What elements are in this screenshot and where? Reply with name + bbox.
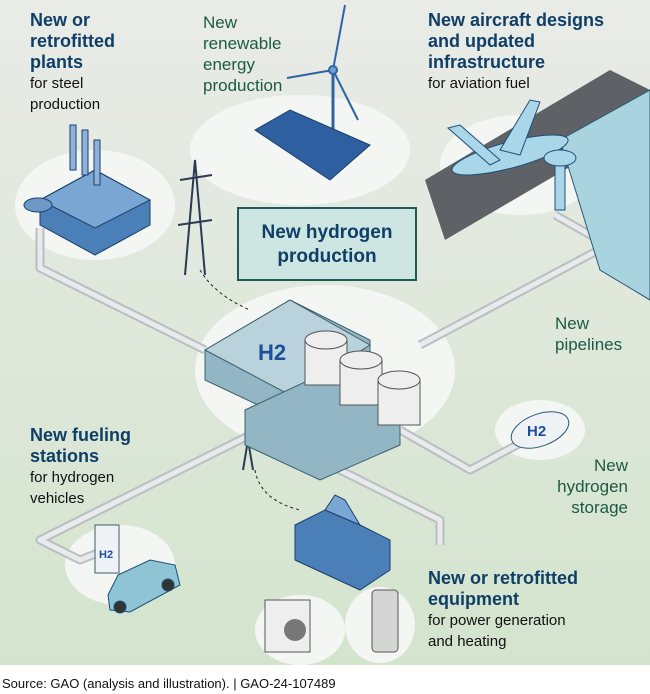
equipment-title-line: equipment	[428, 589, 520, 609]
equipment-subtitle-line: and heating	[428, 633, 507, 650]
storage-line: New	[593, 456, 628, 475]
hydrogen-plant-icon: H2	[203, 299, 421, 481]
storage-line: storage	[571, 498, 628, 517]
steel-subtitle-line: for steel	[30, 75, 84, 92]
renewable-line: production	[203, 76, 283, 95]
steel-title-line: retrofitted	[30, 31, 115, 51]
h2-tank-label: H2	[527, 423, 546, 440]
car-icon	[107, 559, 181, 614]
renewable-line: New	[203, 13, 238, 32]
renewable-line: energy	[203, 55, 255, 74]
washing-machine-icon	[264, 599, 311, 653]
storage-line: hydrogen	[557, 477, 628, 496]
pipelines-label: New pipelines	[555, 313, 622, 355]
aviation-title-line: infrastructure	[428, 52, 546, 72]
fueling-pump-icon: H2	[94, 524, 120, 574]
pipelines-line: New	[555, 314, 590, 333]
fueling-title-line: New fueling	[30, 425, 132, 445]
equipment-title-line: New or retrofitted	[428, 568, 579, 588]
house-icon	[294, 494, 391, 591]
aviation-label: New aircraft designs and updated infrast…	[428, 10, 604, 94]
wind-turbine-icon	[286, 4, 359, 130]
fueling-subtitle-line: vehicles	[30, 490, 85, 507]
fueling-stations-label: New fueling stations for hydrogen vehicl…	[30, 425, 131, 509]
control-tower-icon	[543, 149, 577, 211]
steel-plants-label: New or retrofitted plants for steel prod…	[30, 10, 115, 115]
solar-panel-icon	[254, 109, 371, 181]
equipment-label: New or retrofitted equipment for power g…	[428, 568, 578, 652]
aviation-title-line: and updated	[428, 31, 535, 51]
steel-subtitle-line: production	[30, 96, 101, 113]
hydrogen-production-title-box: New hydrogen production	[237, 207, 417, 281]
fueling-subtitle-line: for hydrogen	[30, 469, 115, 486]
hydrogen-storage-tank-icon: H2	[510, 411, 570, 449]
renewable-line: renewable	[203, 34, 282, 53]
hydrogen-storage-label: New hydrogen storage	[557, 455, 628, 518]
center-title-line: New hydrogen	[261, 222, 393, 243]
water-heater-icon	[371, 589, 399, 653]
h2-pump-label: H2	[99, 549, 113, 561]
steel-title-line: plants	[30, 52, 84, 72]
steel-plant-icon	[23, 124, 152, 256]
h2-plant-label: H2	[258, 340, 286, 365]
center-title-line: production	[277, 246, 377, 267]
steel-title-line: New or	[30, 10, 91, 30]
pipelines-line: pipelines	[555, 335, 623, 354]
source-note: Source: GAO (analysis and illustration).…	[2, 676, 336, 691]
power-flow-arrow	[199, 269, 251, 311]
airplane-icon	[446, 99, 569, 176]
fueling-title-line: stations	[30, 446, 100, 466]
hydrogen-infrastructure-illustration: H2 H2 H2	[15, 4, 650, 665]
equipment-subtitle-line: for power generation	[428, 612, 566, 629]
power-flow-arrow-home	[254, 469, 301, 511]
aviation-title-line: New aircraft designs	[428, 10, 605, 30]
terminal-building-icon	[559, 89, 650, 301]
renewable-energy-label: New renewable energy production	[203, 12, 282, 96]
aviation-subtitle-line: for aviation fuel	[428, 75, 530, 92]
